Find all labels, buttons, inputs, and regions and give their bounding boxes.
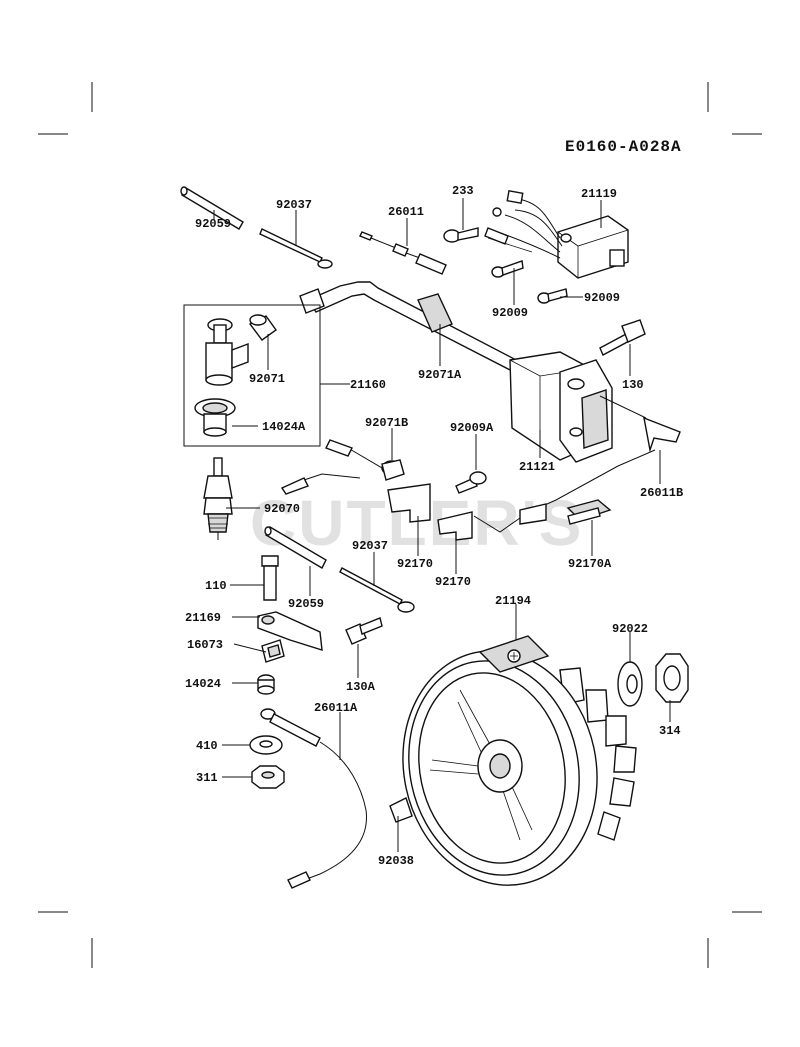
lead-26011 <box>359 231 447 275</box>
label-92009-a: 92009 <box>492 306 528 320</box>
screw-92009-b <box>537 288 568 304</box>
pin-92059-top <box>180 186 244 230</box>
key-92038 <box>389 797 413 823</box>
grommet-92071B <box>325 439 405 481</box>
nut-311 <box>251 765 285 789</box>
label-92009-b: 92009 <box>584 291 620 305</box>
bracket-92170-a <box>387 483 431 523</box>
label-26011B: 26011B <box>640 486 683 500</box>
ground-wire-26011A <box>260 708 367 889</box>
label-130: 130 <box>622 378 644 392</box>
label-14024: 14024 <box>185 677 221 691</box>
label-233: 233 <box>452 184 474 198</box>
high-tension-lead-21160 <box>299 281 521 373</box>
label-92071: 92071 <box>249 372 285 386</box>
spark-plug-92070 <box>203 457 233 540</box>
label-92071A: 92071A <box>418 368 462 382</box>
bolt-110 <box>261 555 279 601</box>
clamp-16073 <box>261 639 285 663</box>
part-number-labels: 92059 92037 26011 233 21119 92009 92009 … <box>185 184 683 868</box>
label-92071B: 92071B <box>365 416 408 430</box>
diagram-code: E0160-A028A <box>565 138 682 156</box>
washer-410 <box>249 735 283 755</box>
pin-92059-mid <box>264 526 327 569</box>
flywheel-21194 <box>402 635 637 886</box>
plate-21169 <box>257 611 323 651</box>
label-92059-mid: 92059 <box>288 597 324 611</box>
screw-233 <box>443 227 479 243</box>
crop-marks <box>38 82 762 968</box>
label-21119: 21119 <box>581 187 617 201</box>
label-21121: 21121 <box>519 460 555 474</box>
leader-lines <box>213 198 671 852</box>
label-314: 314 <box>659 724 681 738</box>
screw-92009A <box>455 471 487 494</box>
label-21160: 21160 <box>350 378 386 392</box>
grommet-92071 <box>248 314 277 341</box>
cotter-pin-92037-mid <box>339 567 415 613</box>
label-92038: 92038 <box>378 854 414 868</box>
label-92037-mid: 92037 <box>352 539 388 553</box>
label-26011A: 26011A <box>314 701 358 715</box>
wire-lead <box>473 515 521 533</box>
label-92009A: 92009A <box>450 421 494 435</box>
washer-92022 <box>617 661 643 707</box>
nut-314 <box>655 653 689 703</box>
label-92170-a: 92170 <box>397 557 433 571</box>
label-410: 410 <box>196 739 218 753</box>
label-92170-b: 92170 <box>435 575 471 589</box>
label-92037-top: 92037 <box>276 198 312 212</box>
label-26011: 26011 <box>388 205 424 219</box>
clip-92170A <box>566 499 612 525</box>
bolt-130A <box>345 617 383 645</box>
label-16073: 16073 <box>187 638 223 652</box>
cotter-pin-92037-top <box>259 228 333 269</box>
label-21194: 21194 <box>495 594 531 608</box>
label-92022: 92022 <box>612 622 648 636</box>
label-92070: 92070 <box>264 502 300 516</box>
lead-terminal <box>280 473 361 495</box>
bolt-130 <box>599 319 646 356</box>
grommet-14024 <box>257 674 275 695</box>
plug-cap-box <box>183 304 350 447</box>
label-311: 311 <box>196 771 218 785</box>
wire-26011B <box>519 416 681 525</box>
label-110: 110 <box>205 579 227 593</box>
label-92059-top: 92059 <box>195 217 231 231</box>
label-92170A: 92170A <box>568 557 612 571</box>
module-21119 <box>484 190 629 279</box>
label-130A: 130A <box>346 680 376 694</box>
label-14024A: 14024A <box>262 420 306 434</box>
ignition-coil-21121 <box>509 351 647 463</box>
label-21169: 21169 <box>185 611 221 625</box>
screw-92009-a <box>491 260 524 278</box>
